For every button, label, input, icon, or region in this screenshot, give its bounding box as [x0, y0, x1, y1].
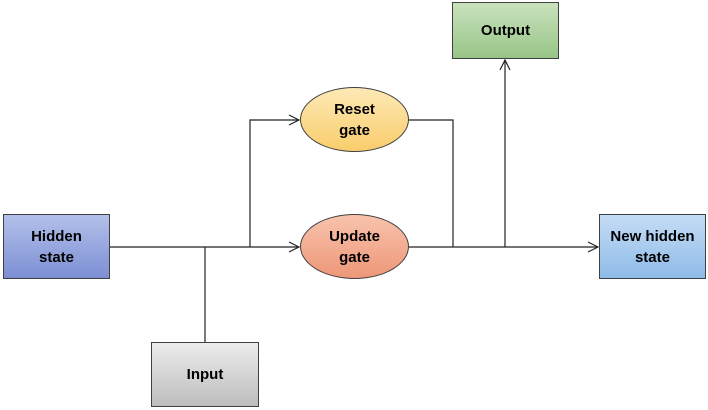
update-gate-ellipse: Update gate: [300, 214, 409, 279]
edge-reset-to-merge: [409, 119, 454, 247]
output-box: Output: [452, 2, 559, 59]
hidden-state-box: Hidden state: [3, 214, 110, 279]
reset-gate-ellipse: Reset gate: [300, 87, 409, 152]
input-box: Input: [151, 342, 259, 407]
new-hidden-state-box: New hidden state: [599, 214, 706, 279]
edge-branch-to-reset: [249, 120, 299, 247]
